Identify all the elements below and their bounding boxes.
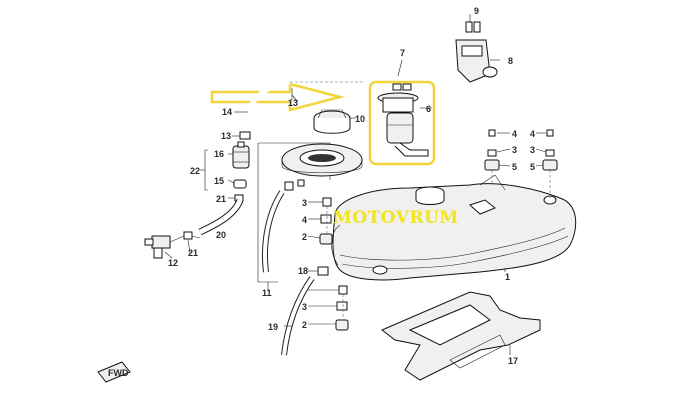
fuel-filter-16 [232, 141, 250, 169]
callout-numbers: 1 2 2 3 3 3 3 4 4 4 5 5 6 7 8 9 10 11 12… [168, 6, 535, 366]
clip-13-upper [239, 131, 251, 140]
callout-22: 22 [190, 166, 200, 176]
callout-8: 8 [508, 56, 513, 66]
callout-15: 15 [214, 176, 224, 186]
callout-2-upper: 2 [302, 232, 307, 242]
leader-lines [164, 14, 547, 355]
callout-3-lower: 3 [302, 302, 307, 312]
clamp-15 [233, 179, 247, 189]
fuel-cap-10 [313, 109, 351, 134]
callout-21-lower: 21 [188, 248, 198, 258]
rubber-mount-5-left [484, 129, 500, 171]
fastener-stack-upper [319, 197, 333, 245]
callout-10: 10 [355, 114, 365, 124]
callout-13-upper: 13 [221, 131, 231, 141]
callout-4-mount-left: 4 [512, 129, 517, 139]
callout-3-upper: 3 [302, 198, 307, 208]
fwd-label: FWD [108, 368, 129, 378]
callout-5-left: 5 [512, 162, 517, 172]
callout-1: 1 [505, 272, 510, 282]
callout-5-right: 5 [530, 162, 535, 172]
fastener-stack-lower [335, 285, 349, 331]
hose-14 [242, 79, 365, 121]
callout-2-lower: 2 [302, 320, 307, 330]
clamp-21-lower [183, 231, 193, 240]
callout-18: 18 [298, 266, 308, 276]
fwd-arrow: FWD [97, 361, 131, 383]
callout-12: 12 [168, 258, 178, 268]
callout-7: 7 [400, 48, 405, 58]
callout-11: 11 [262, 288, 272, 298]
callout-16: 16 [214, 149, 224, 159]
callout-17: 17 [508, 356, 518, 366]
callout-4-upper: 4 [302, 215, 307, 225]
callout-14: 14 [222, 107, 232, 117]
filler-neck-ring [281, 143, 363, 177]
watermark: MOTOVRUM [333, 208, 459, 228]
callout-13-hose: 13 [288, 98, 298, 108]
bracket-8 [455, 21, 498, 83]
callout-20: 20 [216, 230, 226, 240]
hose-19 [281, 276, 315, 356]
callout-3-mount-left: 3 [512, 145, 517, 155]
fuel-pump-6 [377, 83, 429, 157]
callout-3-mount-right: 3 [530, 145, 535, 155]
callout-4-mount-right: 4 [530, 129, 535, 139]
fitting-12 [144, 235, 185, 259]
highlight-arrow [210, 82, 345, 112]
fuel-tank-1 [331, 174, 577, 281]
callout-19: 19 [268, 322, 278, 332]
clip-18 [317, 266, 329, 276]
callout-21-upper: 21 [216, 194, 226, 204]
callout-9: 9 [474, 6, 479, 16]
callout-6: 6 [426, 104, 431, 114]
frame-bracket-17 [381, 291, 541, 381]
rubber-mount-5-right [542, 129, 558, 171]
highlight-box [368, 80, 436, 166]
